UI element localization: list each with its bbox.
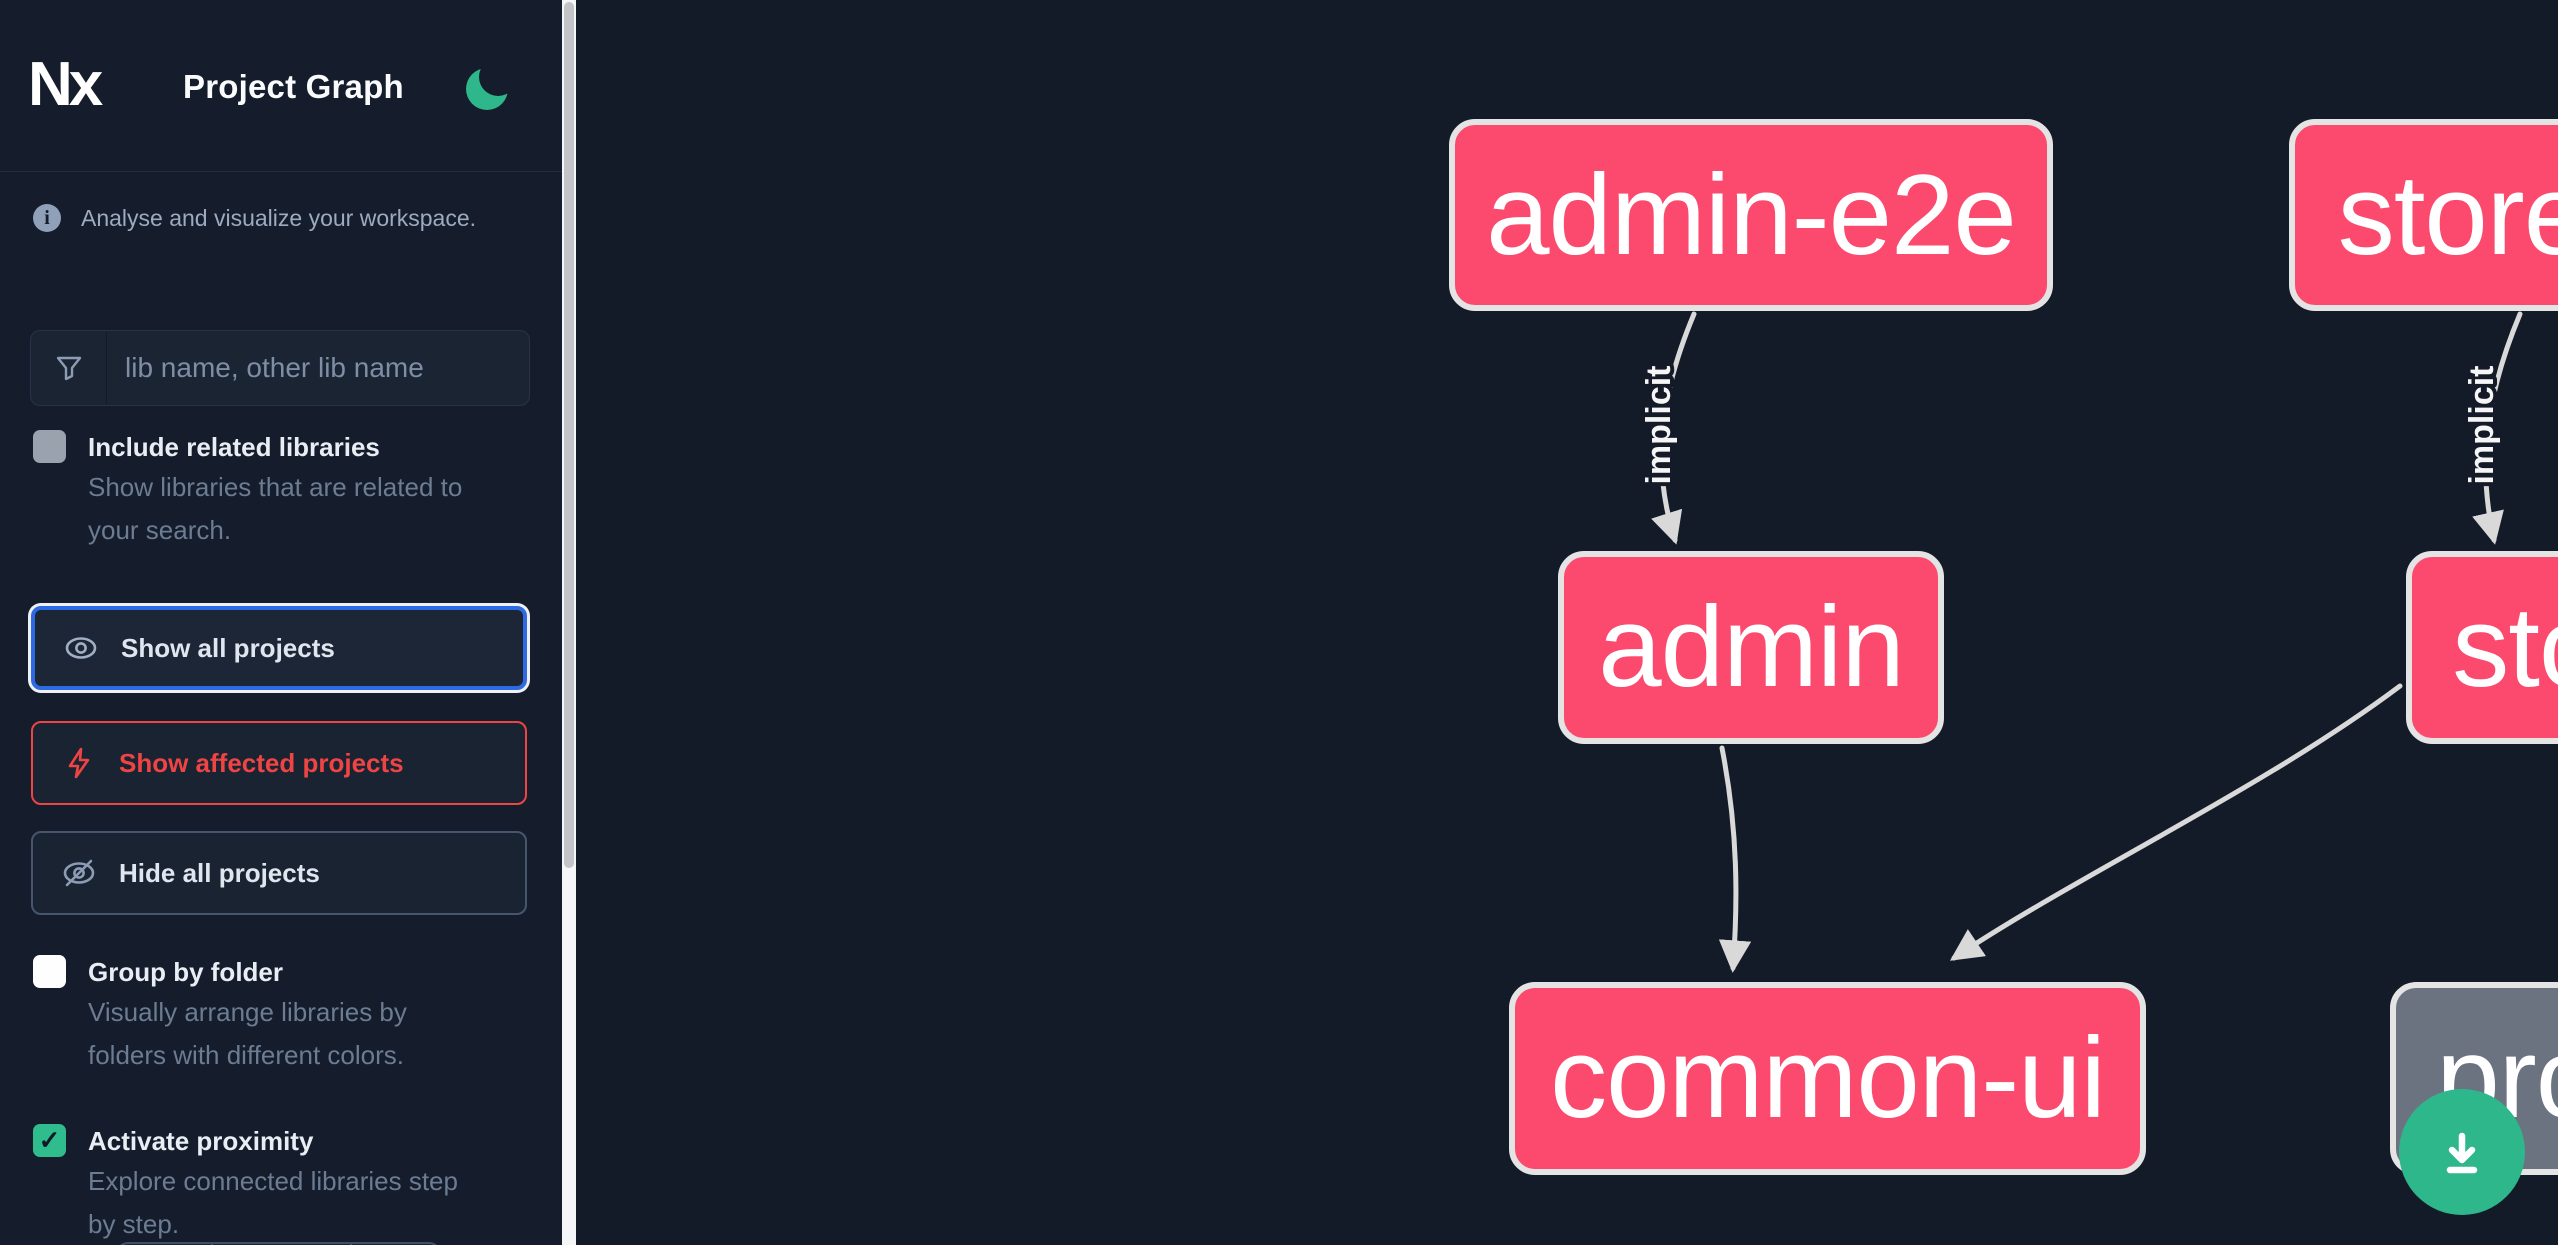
- hide-all-projects-button[interactable]: Hide all projects: [31, 831, 527, 915]
- eye-icon: [63, 630, 99, 666]
- sidebar: Nx Project Graph i Analyse and visualize…: [0, 0, 562, 1245]
- show-affected-projects-button[interactable]: Show affected projects: [31, 721, 527, 805]
- group-by-folder-desc-line1: Visually arrange libraries by: [88, 997, 407, 1027]
- sidebar-scrollbar-thumb[interactable]: [564, 2, 574, 868]
- show-affected-projects-label: Show affected projects: [119, 747, 404, 778]
- page-title: Project Graph: [183, 68, 404, 105]
- lightning-bolt-icon: [61, 745, 97, 781]
- moon-icon: [466, 58, 517, 110]
- search-input[interactable]: [107, 331, 529, 405]
- node-store[interactable]: store: [2406, 551, 2558, 744]
- search-box: [30, 330, 530, 406]
- edge-store-e2e-to-store[interactable]: [2472, 311, 2523, 545]
- intro-text: Analyse and visualize your workspace.: [81, 204, 477, 231]
- nx-logo: Nx: [28, 44, 118, 124]
- info-icon: i: [33, 204, 61, 232]
- include-related-desc-line2: your search.: [88, 515, 232, 545]
- hide-all-projects-label: Hide all projects: [119, 857, 320, 888]
- edge-layer: implicit implicit: [1636, 311, 2523, 973]
- activate-proximity-desc-line2: by step.: [88, 1209, 180, 1239]
- include-related-label: Include related libraries: [88, 432, 380, 462]
- sidebar-header: Nx Project Graph: [0, 0, 562, 172]
- node-admin[interactable]: admin: [1558, 551, 1944, 744]
- include-related-desc-line1: Show libraries that are related to: [88, 472, 463, 502]
- edge-label-implicit-admin: implicit: [1640, 365, 1678, 484]
- show-all-projects-label: Show all projects: [121, 632, 335, 663]
- node-store-e2e[interactable]: store-e2e: [2289, 119, 2558, 311]
- nx-logo-text: Nx: [28, 49, 103, 119]
- filter-funnel-icon: [31, 331, 107, 405]
- graph-canvas[interactable]: implicit implicit admin-e2e store-e2e ad…: [576, 0, 2558, 1245]
- download-icon: [2446, 1132, 2478, 1174]
- include-related-checkbox[interactable]: [33, 430, 66, 463]
- intro-row: i Analyse and visualize your workspace.: [33, 204, 476, 232]
- node-admin-e2e[interactable]: admin-e2e: [1449, 119, 2053, 311]
- group-by-folder-desc-line2: folders with different colors.: [88, 1040, 404, 1070]
- group-by-folder-label: Group by folder: [88, 957, 283, 987]
- activate-proximity-desc-line1: Explore connected libraries step: [88, 1166, 458, 1196]
- edge-admin-e2e-to-admin[interactable]: [1651, 311, 1697, 545]
- activate-proximity-label: Activate proximity: [88, 1126, 314, 1156]
- edge-store-to-common-ui[interactable]: [1949, 683, 2403, 961]
- node-common-ui[interactable]: common-ui: [1509, 982, 2146, 1175]
- group-by-folder-option: Group by folder Visually arrange librari…: [33, 953, 533, 1077]
- include-related-option: Include related libraries Show libraries…: [33, 428, 533, 552]
- theme-toggle-button[interactable]: [462, 58, 517, 114]
- show-all-projects-button[interactable]: Show all projects: [31, 606, 527, 690]
- edge-admin-to-common-ui[interactable]: [1718, 745, 1752, 973]
- activate-proximity-checkbox[interactable]: ✓: [33, 1124, 66, 1157]
- download-graph-button[interactable]: [2399, 1089, 2525, 1215]
- eye-off-icon: [61, 855, 97, 891]
- sidebar-scrollbar[interactable]: [562, 0, 576, 1245]
- group-by-folder-checkbox[interactable]: [33, 955, 66, 988]
- activate-proximity-option: ✓ Activate proximity Explore connected l…: [33, 1122, 533, 1245]
- edge-label-implicit-store: implicit: [2463, 365, 2501, 484]
